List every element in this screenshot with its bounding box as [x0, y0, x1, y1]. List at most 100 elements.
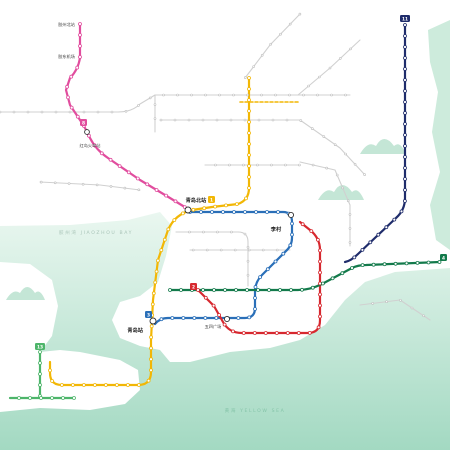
badge-number: 4 [442, 255, 445, 261]
station-marker [203, 295, 208, 300]
east-coast-water [428, 20, 450, 250]
station-marker [330, 276, 335, 281]
station-marker [149, 368, 153, 373]
station-marker [126, 170, 131, 175]
station-marker [247, 175, 251, 179]
station-marker [181, 316, 186, 320]
planned-station-marker [310, 127, 314, 130]
station-marker [149, 324, 154, 329]
station-marker [243, 210, 247, 214]
planned-station-marker [344, 152, 347, 156]
station-marker [318, 314, 322, 319]
station-marker [376, 232, 381, 237]
planned-station-marker [243, 118, 247, 122]
station-marker [300, 222, 305, 227]
planned-station-marker [216, 230, 219, 234]
planned-station-marker [311, 163, 315, 167]
planned-station-marker [316, 93, 319, 97]
station-marker [403, 45, 407, 49]
badge-shape [400, 15, 410, 22]
station-marker [340, 271, 345, 276]
planned-station-marker [298, 12, 302, 16]
station-marker [426, 260, 431, 265]
station-marker [164, 193, 169, 198]
station-marker [247, 315, 252, 320]
station-marker [307, 330, 312, 335]
station-marker [288, 243, 293, 248]
planned-station-marker [363, 173, 366, 176]
badge-number: 13 [37, 344, 43, 350]
planned-station-marker [274, 93, 277, 97]
station-marker [403, 67, 407, 71]
planned-station-marker [188, 230, 191, 234]
station-marker [382, 262, 387, 267]
mountain-illustrations [6, 139, 406, 300]
planned-station-marker [270, 163, 273, 167]
station-marker [245, 288, 249, 292]
station-marker [221, 210, 225, 214]
planned-station-marker [204, 93, 207, 97]
station-marker [360, 263, 365, 268]
station-qingdao-north [184, 206, 192, 214]
station-marker [252, 331, 257, 335]
planned-station-marker [298, 163, 301, 167]
label-qingdao: 青岛站 [127, 326, 143, 334]
planned-station-marker [190, 93, 193, 97]
station-marker [170, 316, 175, 320]
station-marker [392, 217, 397, 222]
station-marker [172, 218, 177, 223]
station-marker [247, 98, 251, 102]
planned-station-marker [243, 232, 247, 236]
station-marker [191, 207, 196, 212]
planned-station-marker [246, 93, 249, 97]
station-marker [71, 383, 75, 387]
planned-station-marker [285, 118, 289, 122]
station-marker [403, 188, 407, 192]
sea-label: 黄海 YELLOW SEA [225, 407, 286, 414]
planned-station-marker [348, 241, 352, 244]
planned-station-marker [279, 32, 282, 36]
planned-station-marker [260, 53, 264, 57]
planned-station-marker [328, 66, 332, 70]
badge-number: 1 [210, 197, 213, 203]
station-marker [236, 316, 241, 320]
planned-station-marker [353, 163, 357, 166]
station-marker [153, 280, 158, 285]
planned-station-marker [176, 93, 179, 97]
station-marker [65, 84, 69, 89]
line-badge-1: 1 [208, 196, 215, 203]
planned-station-marker [40, 110, 44, 114]
planned-station-marker [162, 93, 165, 97]
mountain-icon [360, 139, 406, 154]
planned-station-marker [252, 65, 255, 68]
station-marker [254, 210, 258, 214]
station-marker [50, 396, 54, 400]
station-marker [290, 232, 294, 237]
planned-station-marker [288, 22, 292, 26]
station-marker [384, 225, 389, 230]
station-marker [28, 396, 32, 400]
planned-station-marker [348, 213, 352, 216]
planned-station-marker [159, 118, 163, 122]
planned-station-marker [137, 104, 140, 107]
station-marker [403, 111, 407, 115]
station-wusi-square [223, 315, 231, 323]
planned-station-marker [335, 173, 339, 177]
station-marker [415, 260, 420, 265]
station-marker [173, 199, 178, 204]
station-marker [404, 261, 409, 266]
station-marker [145, 182, 150, 187]
line-8 [64, 22, 190, 211]
station-marker [352, 255, 357, 260]
planned-station-marker [39, 180, 43, 184]
badge-number: 8 [82, 120, 85, 126]
station-marker [276, 210, 280, 214]
station-marker [247, 76, 251, 80]
station-marker [202, 206, 207, 211]
station-marker [115, 383, 119, 387]
planned-station-marker [215, 118, 219, 122]
station-marker [403, 144, 407, 148]
badge-shape [145, 311, 152, 318]
station-marker [72, 396, 76, 400]
